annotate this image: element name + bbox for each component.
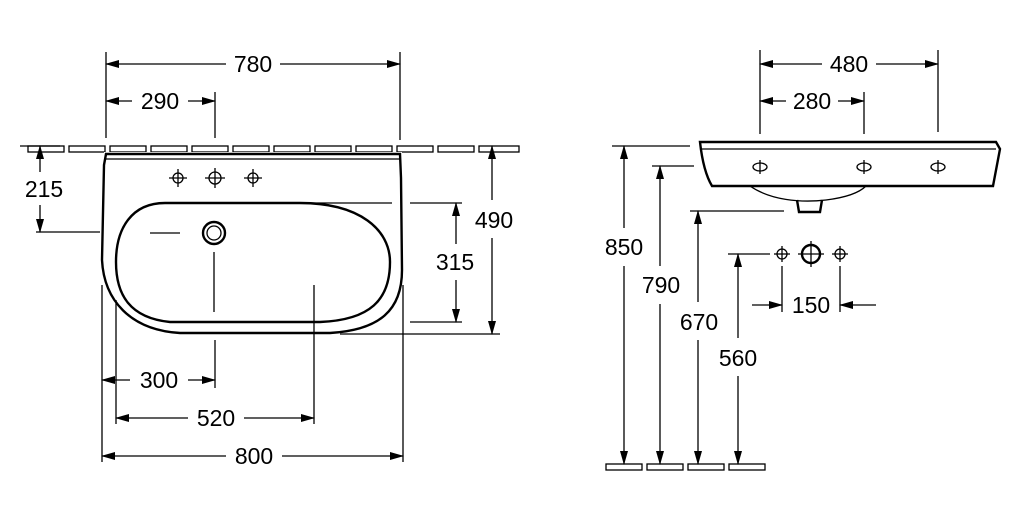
label-150: 150 xyxy=(792,292,830,318)
pipe-holes-symbol xyxy=(774,241,848,267)
label-280: 280 xyxy=(793,88,831,114)
basin-bowl xyxy=(114,201,392,324)
label-800: 800 xyxy=(235,443,273,469)
label-315: 315 xyxy=(436,249,474,275)
label-480: 480 xyxy=(830,51,868,77)
label-560: 560 xyxy=(719,345,757,371)
profile-holes xyxy=(752,160,946,174)
tap-hole-left xyxy=(169,169,187,187)
label-300: 300 xyxy=(140,367,178,393)
label-290: 290 xyxy=(141,88,179,114)
front-extension-lines xyxy=(20,52,500,462)
wall-tiles xyxy=(27,145,520,153)
label-215: 215 xyxy=(25,176,63,202)
label-670: 670 xyxy=(680,309,718,335)
side-view: 480 280 850 790 670 560 150 xyxy=(605,50,1002,471)
basin-outline xyxy=(100,152,404,335)
label-790: 790 xyxy=(642,272,680,298)
label-490: 490 xyxy=(475,207,513,233)
tap-hole-right xyxy=(244,169,262,187)
label-520: 520 xyxy=(197,405,235,431)
label-850: 850 xyxy=(605,234,643,260)
tap-hole-center xyxy=(205,168,225,188)
basin-profile xyxy=(698,140,1002,214)
label-780: 780 xyxy=(234,51,272,77)
drain xyxy=(150,220,227,312)
front-view: 780 290 215 315 490 300 520 800 xyxy=(20,51,520,469)
floor-tiles xyxy=(605,463,766,471)
